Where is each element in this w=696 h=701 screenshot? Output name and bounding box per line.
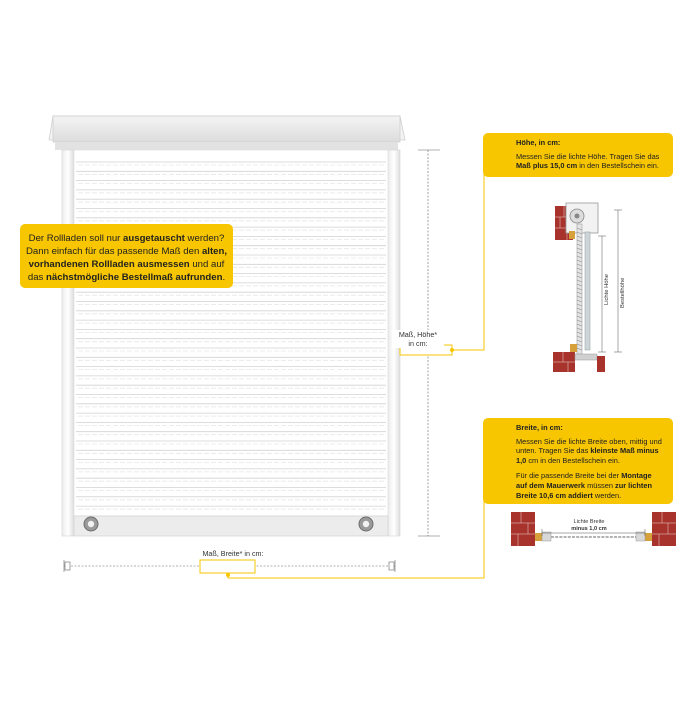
side-slat (576, 323, 583, 327)
side-slat (576, 287, 583, 291)
intro-line3-end: und auf (189, 259, 225, 270)
side-slat (576, 347, 583, 351)
width-box-title: Breite, in cm: (516, 423, 563, 432)
side-section-diagram (553, 202, 622, 372)
width-box-paragraph1: Messen Sie die lichte Breite oben, mitti… (516, 437, 663, 466)
left-stopper-inner (87, 520, 95, 528)
side-slat (576, 291, 583, 295)
width-p1-bold: kleinste Maß minus 1,0 (516, 446, 659, 465)
height-measure-label: Maß, Höhe* in cm: (392, 330, 444, 348)
right-stopper-inner (362, 520, 370, 528)
left-profile (541, 531, 552, 542)
bottom-bar (73, 515, 389, 537)
intro-info-box: Der Rollladen soll nur ausgetauscht werd… (20, 224, 233, 288)
side-slat (576, 255, 583, 259)
width-box-paragraph2: Für die passende Breite bei der Montage … (516, 471, 663, 500)
right-wall-brick (652, 512, 676, 546)
left-rail-bracket (535, 533, 542, 541)
width-info-box: Breite, in cm: Messen Sie die lichte Bre… (483, 418, 673, 504)
wall-face (597, 356, 605, 372)
lichte-hoehe-label: Lichte Höhe (604, 274, 610, 305)
width-p1-text: Messen Sie die lichte Breite oben, mitti… (516, 436, 662, 456)
housing-bracket (569, 231, 575, 239)
side-slat (576, 239, 583, 243)
height-callout-dot (450, 348, 454, 352)
side-slat (576, 327, 583, 331)
side-slat (576, 271, 583, 275)
side-slat (576, 259, 583, 263)
height-label-line2: in cm: (408, 339, 428, 348)
intro-line1-end: werden? (184, 233, 225, 244)
height-label-line1: Maß, Höhe* (398, 330, 438, 339)
lichte-breite-minus: minus 1,0 cm (571, 526, 607, 532)
left-guide-rail (61, 149, 75, 537)
width-input-frame (199, 559, 256, 574)
side-slat (576, 307, 583, 311)
intro-line2-bold: alten, (201, 246, 228, 257)
right-rail-bracket (645, 533, 652, 541)
width-callout-dot (226, 573, 230, 577)
width-p2-end: werden. (592, 490, 622, 500)
intro-line1-text: Der Rollladen soll nur (28, 233, 124, 244)
window-frame (584, 231, 591, 351)
window-sill (574, 353, 598, 361)
width-p2-bold1: Montage auf dem Mauerwerk (516, 471, 652, 490)
width-dimension-lines (541, 529, 646, 536)
lichte-breite-label: Lichte Breite minus 1,0 cm (565, 519, 613, 533)
side-slat (576, 243, 583, 247)
width-p2-bold2: zur lichten Breite 10,6 cm addiert (516, 480, 652, 500)
height-box-text-end: in den Bestellschein ein. (577, 161, 659, 171)
roller-shutter (48, 115, 406, 537)
side-slat (576, 319, 583, 323)
side-slat (576, 279, 583, 283)
side-slat (576, 263, 583, 267)
side-slat (576, 335, 583, 339)
side-slat (576, 227, 583, 231)
side-slat (576, 275, 583, 279)
side-dimension-lines (598, 209, 622, 353)
lichte-breite-text: Lichte Breite (573, 519, 605, 525)
curtain (73, 149, 389, 517)
side-slat (576, 235, 583, 239)
side-slat (576, 303, 583, 307)
side-slat (576, 295, 583, 299)
intro-line1-bold: ausgetauscht (123, 233, 185, 244)
shutter-box-front (52, 115, 401, 143)
height-box-bold: Maß plus 15,0 cm (516, 161, 578, 171)
width-measure-label: Maß, Breite* in cm: (190, 549, 276, 558)
side-slat (576, 339, 583, 343)
height-box-text: Messen Sie die lichte Höhe. Tragen Sie d… (516, 151, 660, 161)
intro-line4-bold: nächstmögliche Bestellmaß aufrunden (46, 272, 223, 283)
side-slat (576, 299, 583, 303)
side-slat (576, 247, 583, 251)
side-slat (576, 251, 583, 255)
side-slat (576, 315, 583, 319)
right-profile (635, 531, 646, 542)
side-curtain-slats (576, 227, 583, 351)
side-slat (576, 343, 583, 347)
height-box-title: Höhe, in cm: (516, 138, 561, 147)
bestellhoehe-label: Bestellhöhe (620, 277, 626, 308)
side-slat (576, 283, 583, 287)
intro-line3-bold: vorhandenen Rollladen ausmessen (28, 259, 190, 270)
shutter-box-underside (55, 142, 398, 150)
intro-line4-end: . (222, 272, 226, 283)
side-slat (576, 311, 583, 315)
side-slat (576, 331, 583, 335)
width-p2-text: Für die passende Breite bei der (516, 471, 622, 481)
side-slat (576, 267, 583, 271)
height-info-box: Höhe, in cm: Messen Sie die lichte Höhe.… (483, 133, 673, 177)
intro-line4-text: das (27, 272, 46, 283)
side-slat (576, 231, 583, 235)
width-p2-mid: müssen (585, 480, 616, 490)
intro-line2-text: Dann einfach für das passende Maß den (25, 246, 202, 257)
width-section-diagram (511, 512, 676, 546)
roll-axle (574, 213, 580, 219)
width-p1-end: cm in den Bestellschein ein. (526, 455, 620, 465)
left-wall-brick (511, 512, 535, 546)
sill-bracket (570, 344, 577, 352)
